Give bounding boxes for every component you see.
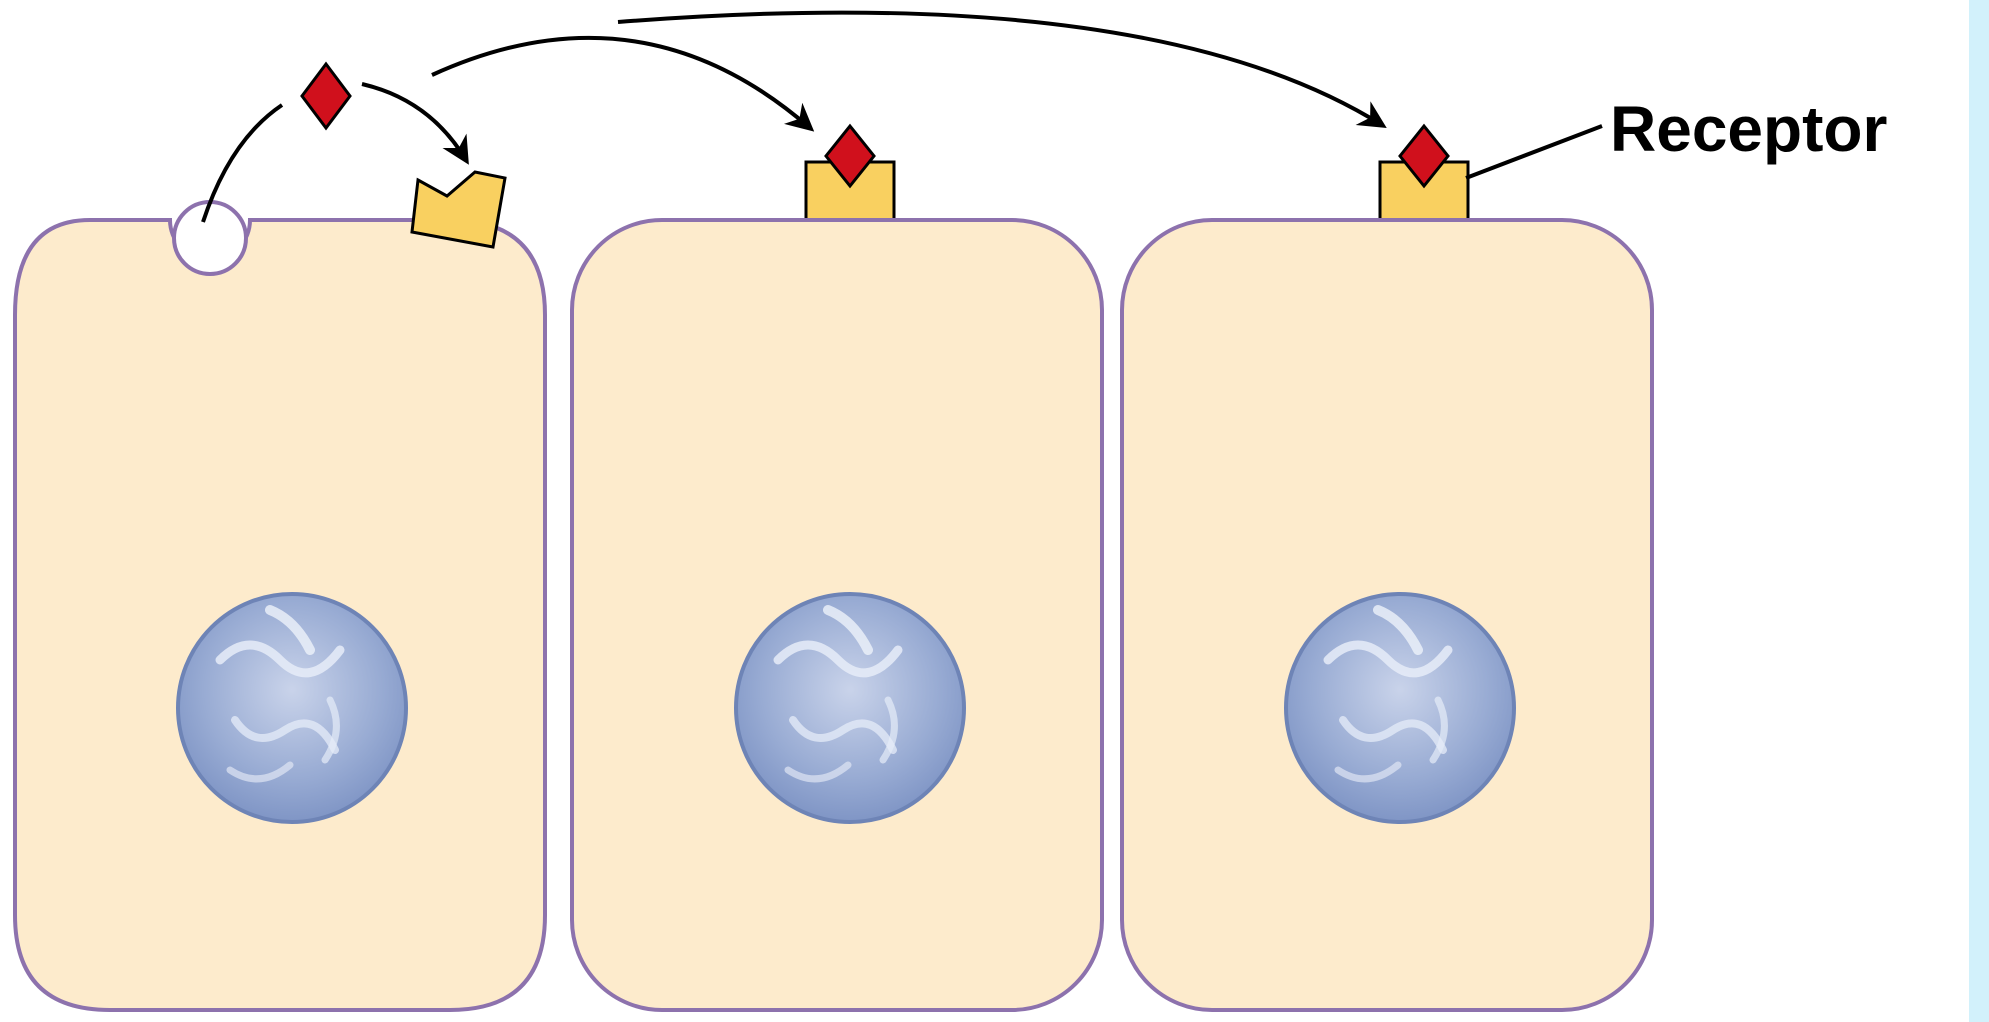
nucleus-1	[176, 592, 408, 824]
secretory-vesicle	[172, 200, 248, 276]
secretion-curve	[201, 103, 284, 223]
nucleus-2	[734, 592, 966, 824]
arrow-to-cell-3	[617, 10, 1387, 128]
bound-signal-molecule-cell-2	[824, 123, 876, 189]
free-signal-molecule	[300, 61, 352, 131]
receptor-label: Receptor	[1610, 93, 1887, 165]
side-strip	[1969, 0, 1989, 1022]
nucleus-3	[1284, 592, 1516, 824]
bound-signal-molecule-cell-3	[1398, 123, 1450, 189]
arrow-to-own-receptor	[361, 82, 469, 165]
receptor-leader-line	[1465, 124, 1603, 180]
unbound-receptor	[410, 170, 507, 249]
arrow-to-cell-2	[431, 35, 815, 132]
